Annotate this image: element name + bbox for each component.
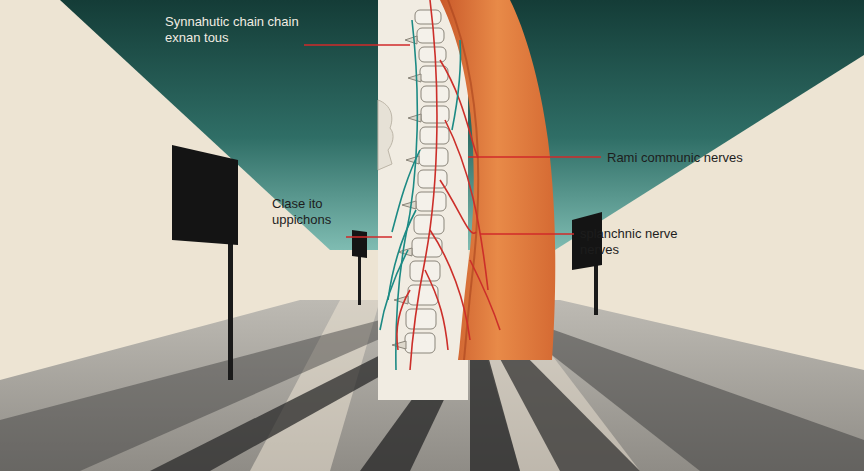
part-label: splanchnic nerve nerves xyxy=(580,226,695,258)
leader-line xyxy=(304,45,601,237)
part-label: Synnahutic chain chain exnan tous xyxy=(165,14,300,46)
part-label: Clase ito uppichons xyxy=(272,196,350,228)
part-label: Rami communic nerves xyxy=(607,150,807,166)
